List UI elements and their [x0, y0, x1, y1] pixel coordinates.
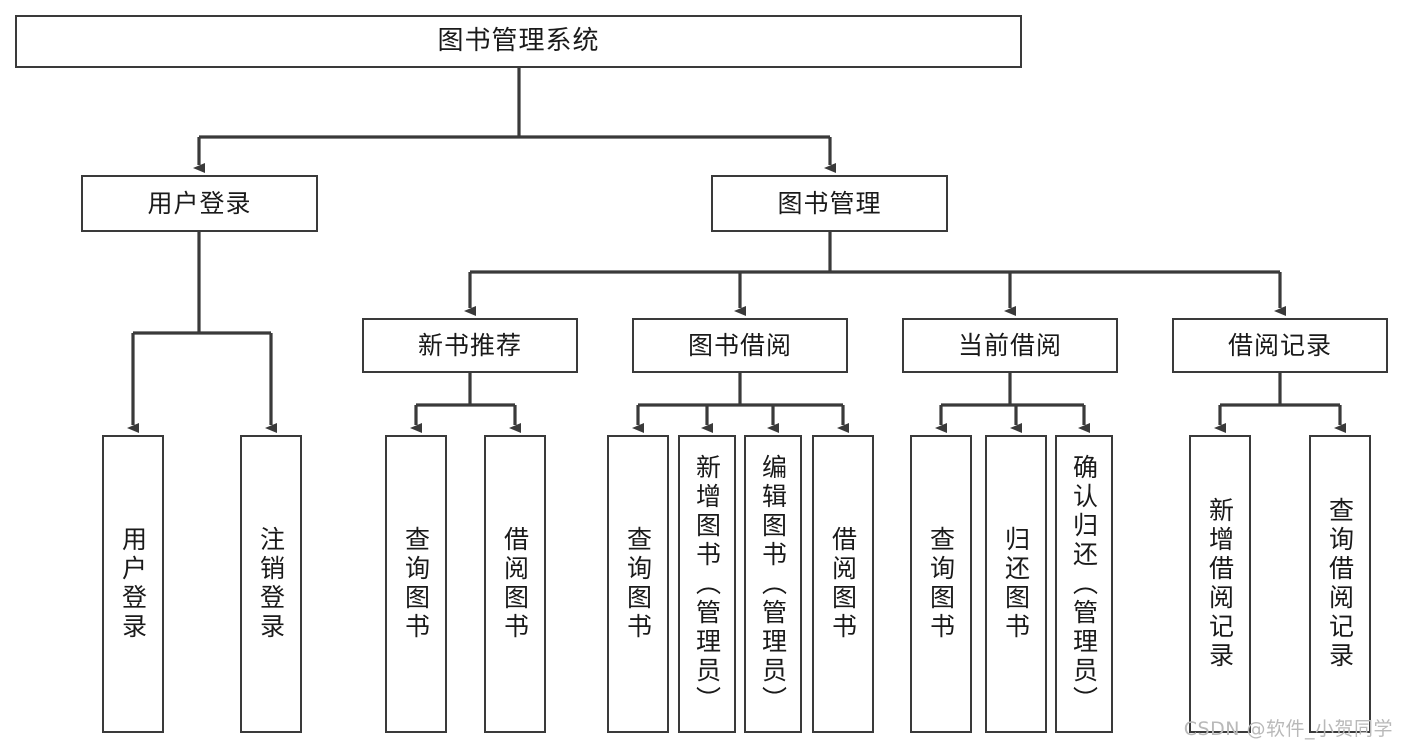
leaf-user-logout[interactable]: 注销登录 — [240, 435, 302, 733]
node-book-manage[interactable]: 图书管理 — [711, 175, 948, 232]
leaf-label: 查询图书 — [926, 526, 956, 642]
node-book-borrow[interactable]: 图书借阅 — [632, 318, 848, 373]
leaf-query-book-new[interactable]: 查询图书 — [385, 435, 447, 733]
csdn-watermark: CSDN @软件_小贺同学 — [1183, 718, 1393, 740]
leaf-user-login[interactable]: 用户登录 — [102, 435, 164, 733]
leaf-label: 注销登录 — [256, 526, 286, 642]
node-current-borrow[interactable]: 当前借阅 — [902, 318, 1118, 373]
leaf-label: 编辑图书（管理员） — [758, 453, 788, 715]
node-root[interactable]: 图书管理系统 — [15, 15, 1022, 68]
leaf-label: 借阅图书 — [500, 526, 530, 642]
leaf-label: 查询图书 — [401, 526, 431, 642]
node-new-book-recommend[interactable]: 新书推荐 — [362, 318, 578, 373]
leaf-label: 借阅图书 — [828, 526, 858, 642]
leaf-query-book-borrow[interactable]: 查询图书 — [607, 435, 669, 733]
leaf-add-book-admin[interactable]: 新增图书（管理员） — [678, 435, 736, 733]
leaf-edit-book-admin[interactable]: 编辑图书（管理员） — [744, 435, 802, 733]
leaf-label: 新增图书（管理员） — [692, 453, 722, 715]
leaf-label: 归还图书 — [1001, 526, 1031, 642]
leaf-confirm-return-admin[interactable]: 确认归还（管理员） — [1055, 435, 1113, 733]
leaf-label: 确认归还（管理员） — [1069, 453, 1099, 715]
leaf-query-book-current[interactable]: 查询图书 — [910, 435, 972, 733]
node-borrow-record[interactable]: 借阅记录 — [1172, 318, 1388, 373]
leaf-borrow-book-new[interactable]: 借阅图书 — [484, 435, 546, 733]
leaf-borrow-book[interactable]: 借阅图书 — [812, 435, 874, 733]
leaf-add-borrow-record[interactable]: 新增借阅记录 — [1189, 435, 1251, 733]
leaf-label: 查询图书 — [623, 526, 653, 642]
leaf-label: 查询借阅记录 — [1325, 497, 1355, 671]
leaf-label: 新增借阅记录 — [1205, 497, 1235, 671]
leaf-query-borrow-record[interactable]: 查询借阅记录 — [1309, 435, 1371, 733]
leaf-label: 用户登录 — [118, 526, 148, 642]
node-user-login[interactable]: 用户登录 — [81, 175, 318, 232]
leaf-return-book[interactable]: 归还图书 — [985, 435, 1047, 733]
